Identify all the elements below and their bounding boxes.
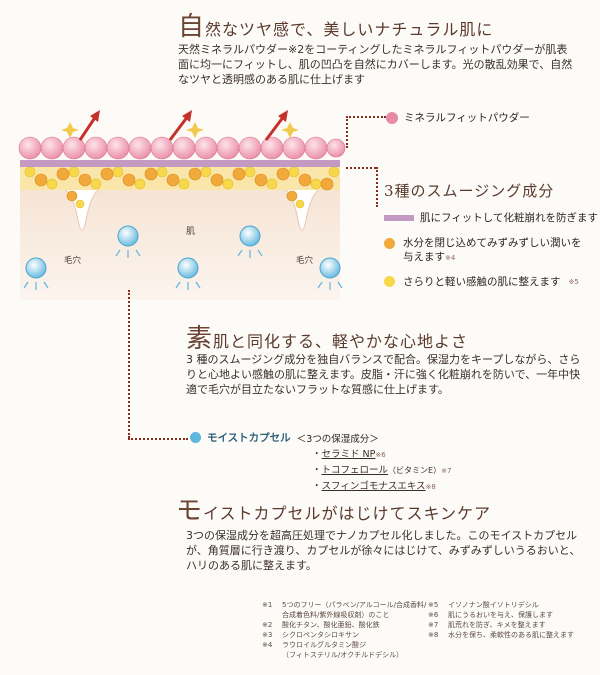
purple-band bbox=[20, 160, 340, 167]
smoothing-item: 肌にフィットして化粧崩れを防ぎます※3 bbox=[384, 210, 600, 225]
capsule-ingredient: ・トコフェロール（ビタミンE）※7 bbox=[312, 465, 452, 476]
mineral-fit-powder-layer bbox=[18, 136, 346, 160]
blue-capsule-icon bbox=[190, 432, 201, 443]
connector-line bbox=[346, 167, 376, 169]
connector-line bbox=[346, 116, 386, 118]
connector-line bbox=[376, 167, 378, 207]
section1-title: 自然なツヤ感で、美しいナチュラル肌に bbox=[178, 12, 494, 42]
smoothing-layer bbox=[20, 166, 340, 209]
connector-line bbox=[128, 290, 130, 438]
footnote-line: 合成着色料/紫外線吸収剤）のこと bbox=[282, 611, 390, 619]
section3-title: モイストカプセルがはじけてスキンケア bbox=[176, 496, 492, 526]
section2-body: 3 種のスムージング成分を独自バランスで配合。保湿力をキープしながら、さらりと心… bbox=[186, 353, 581, 396]
capsule-ingredient: ・スフィンゴモナスエキス※8 bbox=[312, 481, 436, 492]
pore-label-right: 毛穴 bbox=[296, 256, 314, 266]
connector-line bbox=[346, 116, 348, 148]
smoothing-item: さらりと軽い感触の肌に整えます※5 bbox=[384, 274, 579, 289]
section1-body: 天然ミネラルパウダー※2をコーティングしたミネラルフィットパウダーが肌表面に均一… bbox=[178, 43, 573, 86]
purple-band-icon bbox=[384, 214, 414, 221]
pink-sphere-icon bbox=[386, 111, 398, 124]
footnote-line: （フィトステリル/オクチルドデシル） bbox=[282, 651, 404, 659]
capsule-ingredient: ・セラミド NP※6 bbox=[312, 449, 386, 460]
section2-title: 素肌と同化する、軽やかな心地よさ bbox=[186, 324, 469, 354]
section3-body: 3つの保湿成分を超高圧処理でナノカプセル化しました。このモイストカプセルが、角質… bbox=[186, 529, 581, 572]
orange-hexagon-icon bbox=[384, 238, 395, 249]
light-reflection-arrows bbox=[61, 110, 299, 141]
pore-label-left: 毛穴 bbox=[64, 256, 82, 266]
skin-diagram bbox=[18, 110, 346, 300]
connector-line bbox=[128, 438, 188, 440]
mineral-fit-powder-legend: ミネラルフィットパウダー bbox=[386, 110, 530, 125]
capsule-ingredient-list: ・セラミド NP※6 ・トコフェロール（ビタミンE）※7 ・スフィンゴモナスエキ… bbox=[312, 447, 451, 495]
smoothing-title: 3種のスムージング成分 bbox=[384, 182, 555, 200]
yellow-hexagon-icon bbox=[384, 276, 395, 287]
smoothing-item: 水分を閉じ込めてみずみずしい潤いを与えます※4 bbox=[384, 236, 589, 265]
moist-capsule-legend: モイストカプセル ＜3つの保湿成分＞ bbox=[190, 430, 379, 445]
skin-label: 肌 bbox=[186, 227, 196, 237]
moist-capsules bbox=[23, 225, 343, 290]
